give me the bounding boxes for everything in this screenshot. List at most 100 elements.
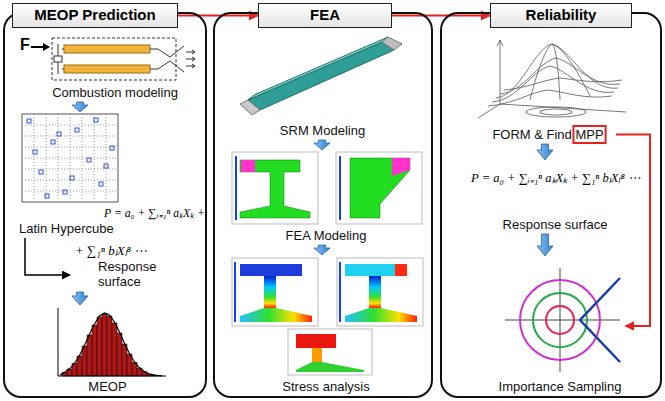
stage-panel: MEOP PredictionCombustion modelingLatin … [3,12,207,398]
combustion-model [62,49,170,69]
meop-histogram [122,344,127,376]
rocket-motor-model [382,37,402,50]
force-arrow [31,43,50,51]
stage-arrow [178,15,258,17]
rocket-motor-model [248,42,394,110]
probability-surface-plot [504,78,622,90]
latin-hypercube-plot [51,140,55,144]
rocket-motor-model [240,37,402,115]
step-caption: MEOP [88,379,126,394]
rocket-motor-model [248,37,388,100]
latin-hypercube-plot [22,114,118,202]
latin-hypercube-plot [45,194,49,198]
probability-surface-plot [492,66,614,102]
fea-mesh-right [339,156,341,220]
latin-hypercube-plot [70,176,74,180]
combustion-model [52,38,195,80]
response-surface-formula: + ∑₁ⁿ bₗXₗ⁸ ⋯ [75,244,147,259]
stress-plot-right [345,308,417,322]
rocket-motor-model [240,100,260,115]
probability-surface-plot [526,107,586,117]
meop-histogram [58,308,166,376]
stage-header: Reliability [490,3,632,28]
stage-arrow [392,15,490,17]
step-group: Stress analysis [228,255,424,396]
stress-plot-bottom [312,348,322,362]
latin-hypercube-plot [33,150,37,154]
meop-histogram [82,346,87,376]
latin-hypercube-plot [39,170,43,174]
fea-mesh-right [336,152,422,224]
meop-histogram [92,325,97,376]
fea-mesh-right [350,158,410,218]
fea-mesh-left [232,152,318,224]
latin-hypercube-plot [63,190,67,194]
meop-histogram [107,316,112,376]
step-caption: Stress analysis [282,379,369,394]
meop-histogram [87,335,92,376]
stress-plot-right [395,264,407,276]
stage-panel: FEASRM ModelingFEA ModelingStress analys… [213,12,433,398]
importance-sampling-plot [580,278,620,362]
stress-plot-left [264,276,276,308]
step-group: Response surface [70,258,170,292]
response-surface-formula: P = a₀ + ∑ᵢ₌₁ⁿ aₖXₖ + [104,207,205,220]
stress-plot-left [232,258,318,326]
combustion-model [64,45,150,53]
step-caption: Latin Hypercube [19,221,114,236]
stress-plot-bottom [288,329,372,375]
step-caption: FEA Modeling [286,228,367,243]
force-arrow [31,46,44,48]
probability-surface-plot [478,40,626,118]
probability-surface-plot [530,44,590,100]
stress-plot-left [240,264,302,276]
combustion-model [54,56,62,62]
latin-hypercube-plot [104,164,108,168]
combustion-model [186,50,195,68]
stress-plot-right [345,264,407,276]
importance-sampling-plot [560,268,561,372]
probability-surface-plot [500,58,620,94]
force-label: F [20,36,30,54]
meop-histogram [62,314,157,376]
flow-arrow [537,144,553,160]
step-caption: Combustion modeling [52,85,178,100]
stage-panel: ReliabilityFORM & Find MPPResponse surfa… [440,12,662,398]
step-caption: SRM Modeling [280,123,365,138]
latin-hypercube-plot [22,114,118,202]
fea-mesh-left [240,160,310,218]
stress-plot-bottom [296,362,364,372]
importance-sampling-plot [505,268,620,372]
stress-plot-right [339,262,341,322]
latin-hypercube-plot [57,132,61,136]
importance-sampling-plot [546,306,574,334]
step-caption: Importance Sampling [499,379,622,394]
combustion-model [170,46,184,72]
flow-arrow [314,245,330,255]
response-surface-formula: P = a₀ + ∑ᵢ₌₁ⁿ aₖXₖ + ∑₁ⁿ bₗXₗ⁸ ⋯ [471,171,641,185]
step-group: Importance Sampling [495,256,626,396]
flow-arrow [72,292,88,305]
stress-plot-bottom [288,329,372,375]
step-caption: Response surface [503,217,608,232]
meop-histogram [97,317,102,376]
stress-plot-bottom [296,334,336,348]
probability-surface-plot [540,109,572,115]
fea-mesh-right [336,152,422,224]
stress-plot-right [337,258,423,326]
step-group: FORM & Find MPP [480,36,616,144]
meop-histogram [102,314,107,376]
latin-hypercube-plot [22,114,118,202]
fea-mesh-left [232,152,318,224]
combustion-model [64,65,150,73]
flow-arrow [72,102,88,112]
force-arrow [43,43,50,51]
latin-hypercube-plot [94,118,98,122]
latin-hypercube-plot [99,182,103,186]
flow-arrow [537,234,553,256]
combustion-model [52,38,176,80]
importance-sampling-plot [505,320,620,321]
latin-hypercube-plot [110,146,114,150]
stress-plot-right [337,258,423,326]
